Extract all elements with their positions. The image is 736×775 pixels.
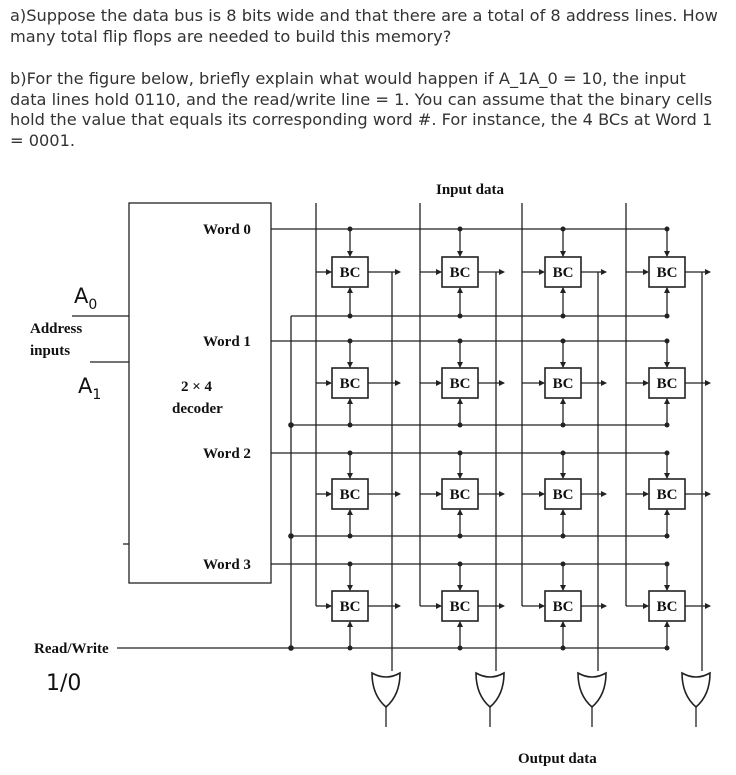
binary-cell-label-r2c3: BC (657, 487, 678, 503)
binary-cell-label-r1c1: BC (450, 376, 471, 392)
or-gate-0 (371, 671, 401, 709)
binary-cell-r0c0 (331, 256, 369, 288)
binary-cell-r0c3 (648, 256, 686, 288)
or-gate-1 (475, 671, 505, 709)
binary-cell-r2c0 (331, 478, 369, 510)
select-junction-r3c0 (347, 561, 353, 567)
select-junction-r1c1 (457, 338, 463, 344)
rw-junction-r3c0 (347, 645, 353, 651)
word-label-3: Word 3 (203, 557, 251, 573)
binary-cell-label-r0c1: BC (450, 265, 471, 281)
select-junction-r0c2 (560, 226, 566, 232)
rw-label: Read/Write (34, 641, 109, 657)
select-junction-r2c3 (664, 450, 670, 456)
rw-junction-3 (288, 645, 294, 651)
binary-cell-label-r1c0: BC (340, 376, 361, 392)
binary-cell-label-r1c3: BC (657, 376, 678, 392)
rw-value: 1/0 (46, 671, 81, 696)
select-junction-r1c2 (560, 338, 566, 344)
rw-junction-r2c2 (560, 533, 566, 539)
word-label-2: Word 2 (203, 446, 251, 462)
output-data-label: Output data (518, 751, 597, 767)
binary-cell-label-r0c0: BC (340, 265, 361, 281)
word-label-0: Word 0 (203, 222, 251, 238)
word-label-1: Word 1 (203, 334, 251, 350)
binary-cell-r3c3 (648, 590, 686, 622)
binary-cell-r3c0 (331, 590, 369, 622)
address-label-2: inputs (30, 343, 70, 359)
a0-label: A0 (74, 284, 97, 313)
rw-junction-2 (288, 533, 294, 539)
rw-junction-r1c0 (347, 422, 353, 428)
rw-junction-r1c2 (560, 422, 566, 428)
binary-cell-r3c1 (441, 590, 479, 622)
binary-cell-label-r1c2: BC (553, 376, 574, 392)
binary-cell-r2c1 (441, 478, 479, 510)
rw-junction-r2c3 (664, 533, 670, 539)
binary-cell-r2c3 (648, 478, 686, 510)
decoder-box (128, 202, 272, 584)
binary-cell-label-r0c3: BC (657, 265, 678, 281)
input-data-label: Input data (436, 182, 504, 198)
binary-cell-label-r3c0: BC (340, 599, 361, 615)
binary-cell-r1c2 (544, 367, 582, 399)
or-gate-3 (681, 671, 711, 709)
select-junction-r0c0 (347, 226, 353, 232)
select-junction-r1c3 (664, 338, 670, 344)
rw-junction-r0c0 (347, 313, 353, 319)
rw-junction-r1c1 (457, 422, 463, 428)
select-junction-r3c3 (664, 561, 670, 567)
binary-cell-label-r0c2: BC (553, 265, 574, 281)
select-junction-r2c1 (457, 450, 463, 456)
binary-cell-label-r3c1: BC (450, 599, 471, 615)
binary-cell-label-r3c2: BC (553, 599, 574, 615)
binary-cell-label-r2c2: BC (553, 487, 574, 503)
binary-cell-r2c2 (544, 478, 582, 510)
question-b: b)For the figure below, briefly explain … (10, 69, 713, 150)
select-junction-r3c2 (560, 561, 566, 567)
rw-junction-r0c3 (664, 313, 670, 319)
binary-cell-label-r3c3: BC (657, 599, 678, 615)
address-label-1: Address (30, 321, 82, 337)
rw-junction-r2c1 (457, 533, 463, 539)
decoder-label-1: 2 × 4 (181, 379, 213, 395)
rw-junction-r3c2 (560, 645, 566, 651)
select-junction-r1c0 (347, 338, 353, 344)
a1-label: A1 (78, 374, 101, 403)
or-gate-2 (577, 671, 607, 709)
binary-cell-r0c2 (544, 256, 582, 288)
rw-junction-r0c2 (560, 313, 566, 319)
binary-cell-r1c1 (441, 367, 479, 399)
binary-cell-label-r2c1: BC (450, 487, 471, 503)
decoder-label-2: decoder (172, 401, 223, 417)
select-junction-r0c1 (457, 226, 463, 232)
select-junction-r0c3 (664, 226, 670, 232)
binary-cell-r3c2 (544, 590, 582, 622)
binary-cell-r0c1 (441, 256, 479, 288)
question-a: a)Suppose the data bus is 8 bits wide an… (10, 6, 718, 46)
rw-junction-1 (288, 422, 294, 428)
rw-junction-r2c0 (347, 533, 353, 539)
rw-junction-r3c3 (664, 645, 670, 651)
rw-junction-r3c1 (457, 645, 463, 651)
select-junction-r3c1 (457, 561, 463, 567)
rw-junction-r1c3 (664, 422, 670, 428)
rw-junction-r0c1 (457, 313, 463, 319)
select-junction-r2c2 (560, 450, 566, 456)
binary-cell-r1c0 (331, 367, 369, 399)
binary-cell-r1c3 (648, 367, 686, 399)
binary-cell-label-r2c0: BC (340, 487, 361, 503)
select-junction-r2c0 (347, 450, 353, 456)
